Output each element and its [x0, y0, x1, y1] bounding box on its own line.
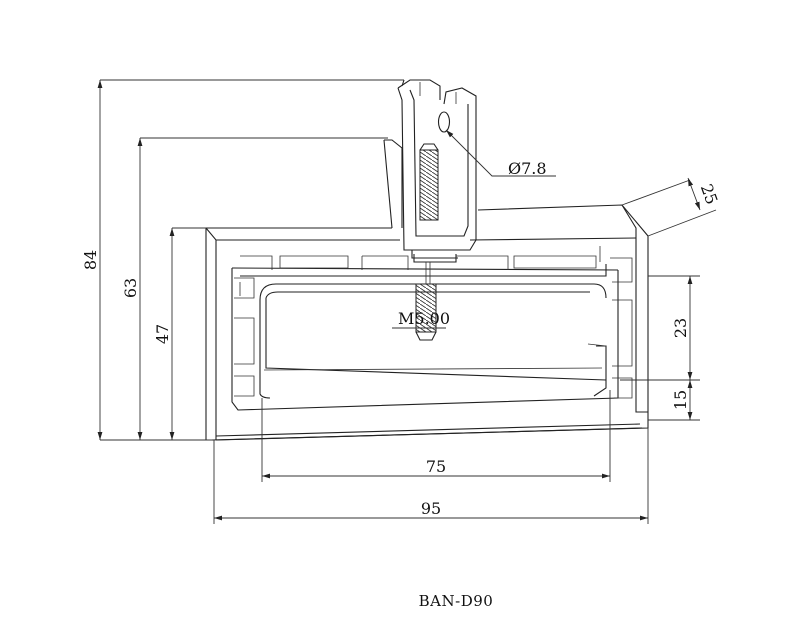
dim-bottom-offset: 15 — [671, 390, 690, 410]
dim-inner-width: 75 — [426, 457, 446, 476]
dim-slot-depth: 23 — [671, 318, 690, 338]
dimension-lines — [97, 79, 717, 524]
dim-body-height: 47 — [153, 324, 172, 344]
dim-total-width: 95 — [421, 499, 441, 518]
dim-mid-height: 63 — [121, 278, 140, 298]
dim-hole-diameter: Ø7.8 — [508, 159, 547, 178]
inner-frame — [231, 246, 633, 411]
dim-screw-thread: M5.00 — [398, 309, 450, 328]
drawing-title: BAN-D90 — [419, 592, 494, 610]
threaded-bolt — [415, 143, 439, 341]
dim-total-height: 84 — [81, 250, 100, 270]
dim-lip-width: 25 — [697, 181, 722, 207]
clamp-bracket — [383, 79, 477, 263]
